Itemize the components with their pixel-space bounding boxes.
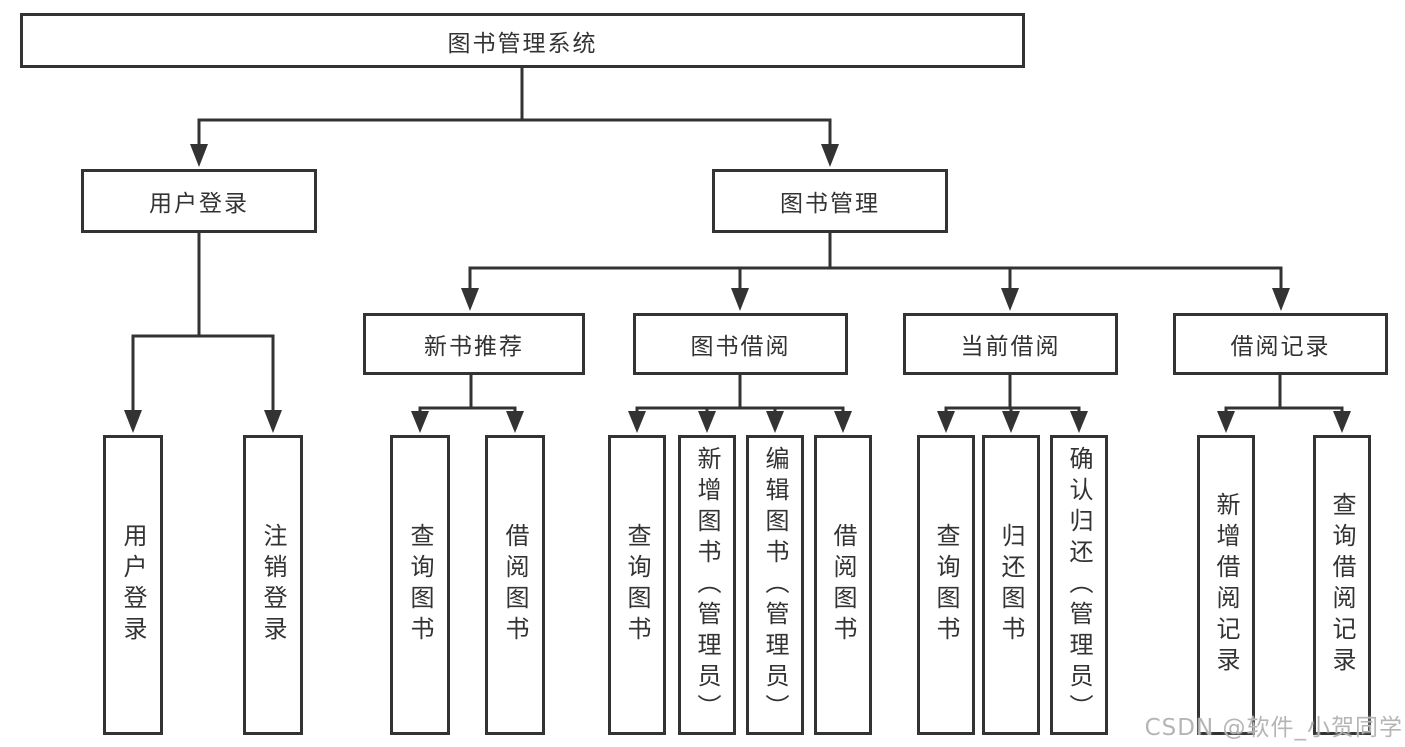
node-cb-return-books: 归还图书 <box>982 435 1040 735</box>
node-cb-query-books: 查询图书 <box>917 435 975 735</box>
connector-root-split <box>197 118 832 146</box>
node-sub-user-login-label: 用户登录 <box>119 523 147 647</box>
node-bb-borrow-books: 借阅图书 <box>814 435 872 735</box>
node-logout: 注销登录 <box>243 435 303 735</box>
node-cb-confirm-return-admin-label: 确认归还（管理员） <box>1065 445 1093 725</box>
connector-user-login-split <box>131 334 275 414</box>
node-cb-return-books-label: 归还图书 <box>997 523 1025 647</box>
node-borrow-records-label: 借阅记录 <box>1230 334 1331 360</box>
node-nbr-borrow-books: 借阅图书 <box>485 435 545 735</box>
arrowhead-cb-query <box>937 411 955 433</box>
arrowhead-book-borrow <box>731 288 749 311</box>
csdn-watermark: CSDN @软件_小贺同学 <box>1144 715 1403 741</box>
arrowhead-nbr-borrow <box>506 411 524 433</box>
arrowhead-bb-borrow <box>834 411 852 433</box>
node-book-management-label: 图书管理 <box>780 191 880 217</box>
node-sub-user-login: 用户登录 <box>103 435 163 735</box>
node-bb-edit-books-admin-label: 编辑图书（管理员） <box>761 445 789 725</box>
arrowhead-br-add <box>1217 411 1235 433</box>
node-library-management-system: 图书管理系统 <box>20 13 1025 68</box>
node-cb-confirm-return-admin: 确认归还（管理员） <box>1050 435 1108 735</box>
node-book-borrow: 图书借阅 <box>633 313 848 375</box>
node-br-add-record-label: 新增借阅记录 <box>1212 492 1240 678</box>
node-cb-query-books-label: 查询图书 <box>932 523 960 647</box>
arrowhead-logout <box>264 410 282 433</box>
arrowhead-cb-confirm <box>1070 411 1088 433</box>
connector-br-split <box>1224 406 1344 414</box>
node-new-book-recommend: 新书推荐 <box>363 313 585 375</box>
connector-cb-split <box>944 406 1081 414</box>
node-bb-query-books-label: 查询图书 <box>623 523 651 647</box>
node-bb-edit-books-admin: 编辑图书（管理员） <box>746 435 804 735</box>
arrowhead-nbr-query <box>411 411 429 433</box>
node-user-login-label: 用户登录 <box>149 191 249 217</box>
node-nbr-query-books-label: 查询图书 <box>406 523 434 647</box>
arrowhead-bb-edit <box>766 411 784 433</box>
node-book-borrow-label: 图书借阅 <box>690 334 791 360</box>
connector-bb-split <box>635 406 845 414</box>
node-bb-add-books-admin: 新增图书（管理员） <box>678 435 736 735</box>
arrowhead-bb-query <box>628 411 646 433</box>
arrowhead-br-query <box>1333 411 1351 433</box>
node-current-borrow: 当前借阅 <box>903 313 1118 375</box>
node-nbr-query-books: 查询图书 <box>390 435 450 735</box>
node-user-login: 用户登录 <box>81 169 317 233</box>
arrowhead-new-book-recommend <box>461 288 479 311</box>
node-library-management-system-label: 图书管理系统 <box>447 30 598 57</box>
node-new-book-recommend-label: 新书推荐 <box>424 334 524 360</box>
arrowhead-current-borrow <box>1001 288 1019 311</box>
node-bb-add-books-admin-label: 新增图书（管理员） <box>693 445 721 725</box>
connector-book-management-split <box>468 266 1283 292</box>
arrowhead-sub-user-login <box>124 410 142 433</box>
node-borrow-records: 借阅记录 <box>1173 313 1388 375</box>
node-br-query-record: 查询借阅记录 <box>1313 435 1371 735</box>
arrowhead-user-login <box>190 144 208 167</box>
node-logout-label: 注销登录 <box>259 523 287 647</box>
connector-nbr-split <box>418 406 517 414</box>
node-current-borrow-label: 当前借阅 <box>960 334 1061 360</box>
node-bb-query-books: 查询图书 <box>608 435 666 735</box>
arrowhead-bb-add <box>698 411 716 433</box>
arrowhead-borrow-records <box>1272 288 1290 311</box>
node-br-add-record: 新增借阅记录 <box>1197 435 1255 735</box>
node-nbr-borrow-books-label: 借阅图书 <box>501 523 529 647</box>
node-book-management: 图书管理 <box>712 169 948 233</box>
node-bb-borrow-books-label: 借阅图书 <box>829 523 857 647</box>
node-br-query-record-label: 查询借阅记录 <box>1328 492 1356 678</box>
arrowhead-cb-return <box>1002 411 1020 433</box>
arrowhead-book-management <box>821 144 839 167</box>
